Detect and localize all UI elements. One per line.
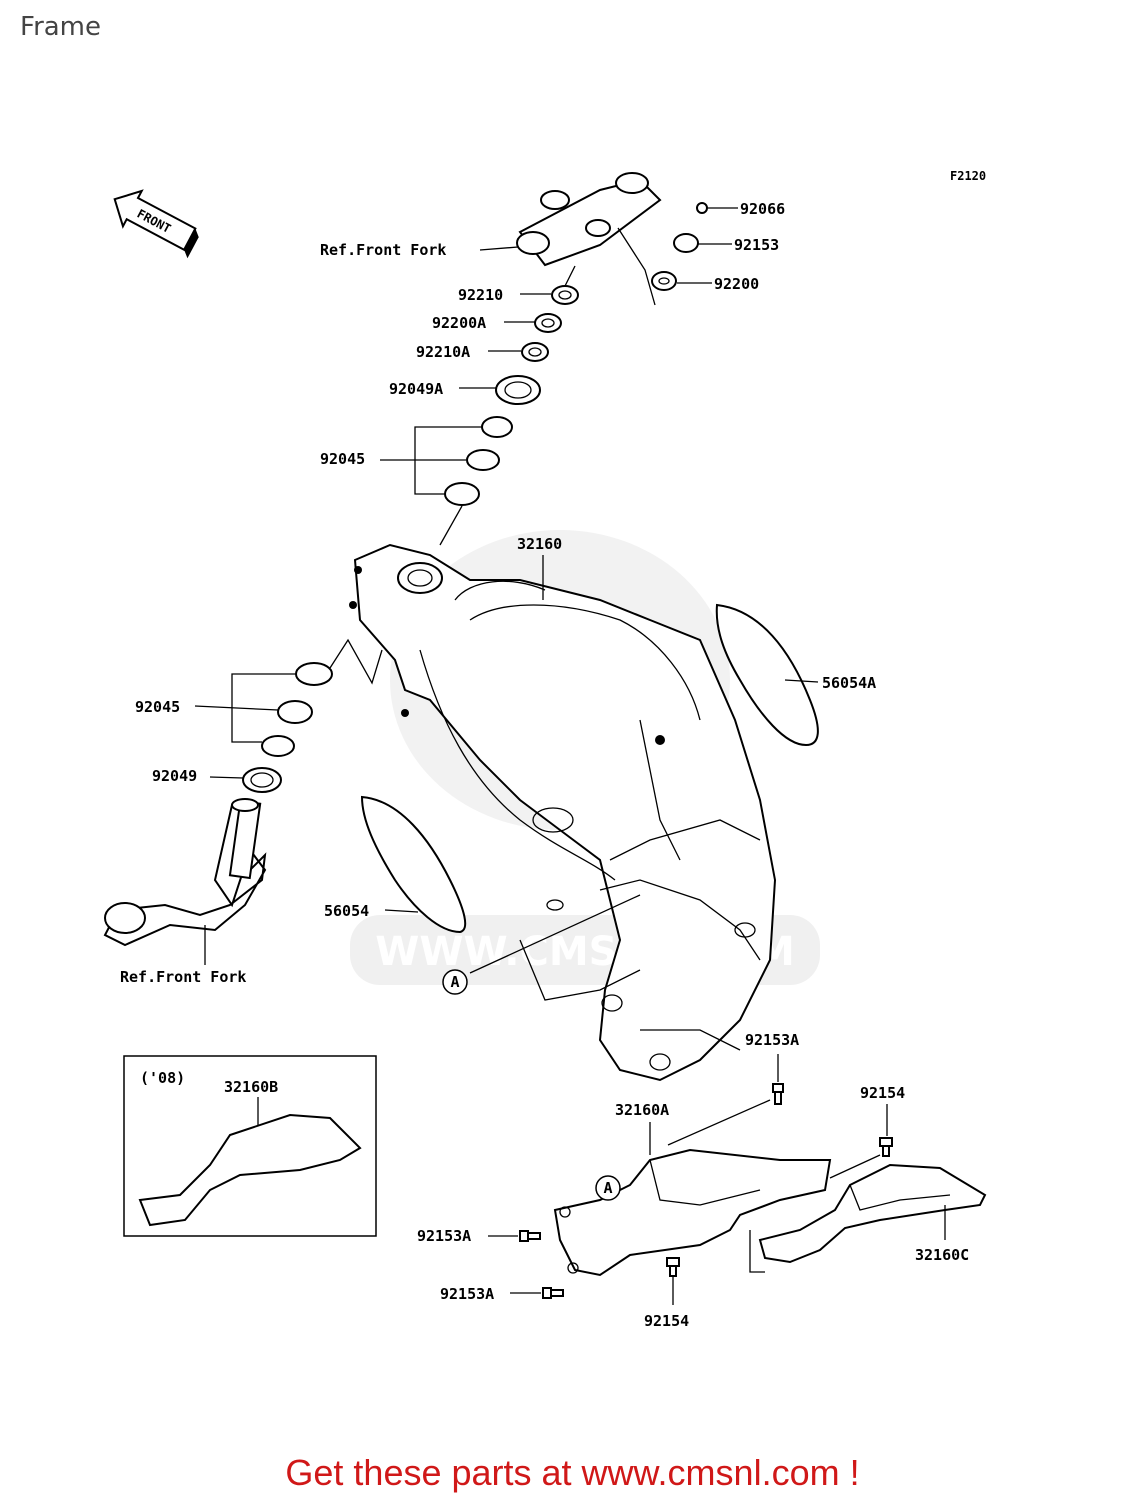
label-92154-upper: 92154: [860, 1084, 905, 1102]
label-92153a-mid: 92153A: [417, 1227, 471, 1245]
bearing-92045-bottom-icon: [261, 662, 333, 757]
label-92210: 92210: [458, 286, 503, 304]
label-56054: 56054: [324, 902, 369, 920]
seal-92049-icon: [242, 767, 282, 793]
rail-32160c-icon: [758, 1163, 987, 1264]
bolt-92153a-mid-icon: [519, 1230, 541, 1242]
label-32160c: 32160C: [915, 1246, 969, 1264]
nut-92153-icon: [673, 233, 699, 253]
marker-a-frame: A: [450, 973, 459, 991]
washer-92200-icon: [651, 271, 677, 291]
upper-triple-clamp: [516, 172, 662, 267]
label-ref-front-fork-bottom: Ref.Front Fork: [120, 968, 246, 986]
bolt-92153a-upper-icon: [772, 1083, 784, 1105]
front-arrow-icon: FRONT: [113, 189, 199, 259]
diagram-code: F2120: [950, 169, 986, 183]
label-92153: 92153: [734, 236, 779, 254]
label-92049a: 92049A: [389, 380, 443, 398]
lock-washer-92200a-icon: [534, 313, 562, 333]
side-cover-56054-icon: [360, 795, 467, 934]
bolt-92154-upper-icon: [879, 1137, 893, 1157]
label-92049: 92049: [152, 767, 197, 785]
label-92200a: 92200A: [432, 314, 486, 332]
bearing-92045-top-icon: [444, 416, 513, 506]
label-32160a: 32160A: [615, 1101, 669, 1119]
bolt-92154-lower-icon: [666, 1257, 680, 1277]
label-ref-front-fork-top: Ref.Front Fork: [320, 241, 446, 259]
label-92153a-lower: 92153A: [440, 1285, 494, 1303]
footer-promo-link[interactable]: Get these parts at www.cmsnl.com !: [285, 1452, 860, 1493]
lower-triple-clamp: [103, 798, 267, 947]
stem-nut-92210a-icon: [521, 342, 549, 362]
label-92153a-upper: 92153A: [745, 1031, 799, 1049]
plug-92066-icon: [696, 202, 708, 214]
page-title: Frame: [20, 12, 102, 42]
label-92154-lower: 92154: [644, 1312, 689, 1330]
sub-frame-32160b-icon: [138, 1113, 362, 1227]
bolt-92153a-lower-icon: [542, 1287, 564, 1299]
label-56054a: 56054A: [822, 674, 876, 692]
side-cover-56054a-icon: [715, 603, 819, 747]
label-32160: 32160: [517, 535, 562, 553]
rail-32160a-icon: [553, 1148, 832, 1277]
label-92210a: 92210A: [416, 343, 470, 361]
label-92066: 92066: [740, 200, 785, 218]
label-32160b: 32160B: [224, 1078, 278, 1096]
label-92045-bottom: 92045: [135, 698, 180, 716]
seal-92049a-icon: [495, 375, 541, 405]
inset-year-label: ('08): [140, 1069, 185, 1087]
label-92200: 92200: [714, 275, 759, 293]
stem-nut-92210-icon: [551, 285, 579, 305]
label-92045-top: 92045: [320, 450, 365, 468]
main-frame: [349, 543, 777, 1082]
marker-a-rail: A: [603, 1179, 612, 1197]
